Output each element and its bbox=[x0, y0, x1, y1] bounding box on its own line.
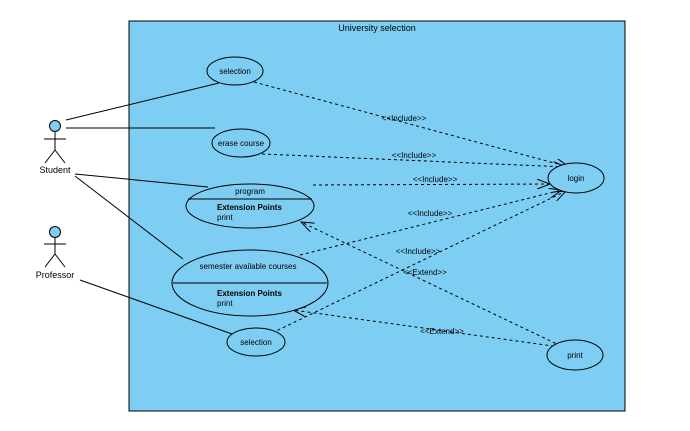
use-case-label: selection bbox=[240, 338, 272, 347]
student-label: Student bbox=[39, 165, 71, 175]
use-case-program[interactable]: program Extension Points print bbox=[185, 183, 315, 229]
professor-label: Professor bbox=[36, 270, 75, 280]
include-label-1: <<Include>> bbox=[382, 114, 427, 123]
include-selection-login bbox=[253, 81, 569, 167]
associations bbox=[65, 82, 233, 335]
include-label-5: <<Include>> bbox=[396, 247, 441, 256]
use-case-label: selection bbox=[219, 67, 251, 76]
use-case-label: print bbox=[567, 351, 583, 360]
include-erase-login bbox=[261, 153, 566, 167]
dependencies bbox=[253, 81, 569, 348]
assoc-student-program bbox=[74, 173, 209, 188]
use-case-print[interactable]: print bbox=[546, 339, 604, 371]
include-label-2: <<Include>> bbox=[392, 151, 437, 160]
use-case-label: login bbox=[568, 174, 585, 183]
assoc-student-semester bbox=[74, 175, 184, 260]
use-case-label: semester available courses bbox=[200, 262, 297, 271]
include-selection2-login bbox=[271, 191, 566, 334]
assoc-student-selection bbox=[65, 82, 220, 121]
extend-label-2: <<Extend>> bbox=[420, 327, 464, 336]
extension-points-title: Extension Points bbox=[217, 289, 282, 298]
extend-label-1: <<Extend>> bbox=[403, 268, 447, 277]
use-case-login[interactable]: login bbox=[547, 162, 605, 194]
extension-point: print bbox=[217, 213, 233, 222]
extension-points-title: Extension Points bbox=[217, 203, 282, 212]
use-case-semester-courses[interactable]: semester available courses Extension Poi… bbox=[171, 249, 329, 317]
extension-point: print bbox=[217, 299, 233, 308]
student-actor[interactable]: Student bbox=[39, 120, 71, 176]
use-case-erase-course[interactable]: erase course bbox=[211, 128, 271, 158]
include-semester-login bbox=[299, 190, 562, 256]
use-case-label: program bbox=[235, 187, 265, 196]
use-case-label: erase course bbox=[218, 139, 265, 148]
include-label-4: <<Include>> bbox=[408, 209, 453, 218]
assoc-professor-selection bbox=[79, 279, 233, 335]
professor-actor[interactable]: Professor bbox=[36, 226, 75, 281]
use-case-selection-bottom[interactable]: selection bbox=[226, 327, 286, 357]
extend-print-program bbox=[301, 222, 562, 347]
extend-print-semester bbox=[293, 310, 561, 348]
use-case-selection-top[interactable]: selection bbox=[206, 56, 264, 86]
system-title: University selection bbox=[338, 23, 416, 33]
include-label-3: <<Include>> bbox=[413, 175, 458, 184]
